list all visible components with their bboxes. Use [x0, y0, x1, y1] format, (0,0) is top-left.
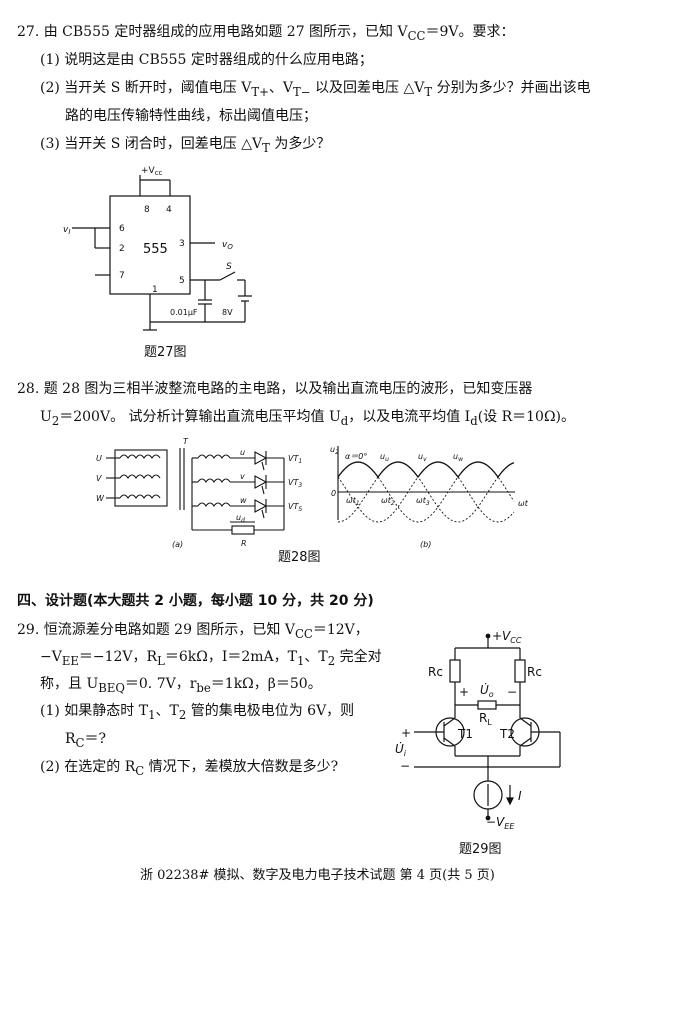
- t2-label: T2: [499, 727, 515, 741]
- t-label: T: [183, 437, 189, 446]
- rl-label: RL: [479, 711, 492, 727]
- fig28-caption: 题28图: [278, 550, 321, 565]
- fig-a-label: (a): [172, 540, 183, 549]
- rl-resistor: [477, 700, 497, 710]
- wt3-label: ωt3: [416, 496, 430, 507]
- i-label: I: [518, 789, 522, 803]
- pin5-label: 5: [179, 276, 185, 286]
- origin-label: 0: [331, 489, 336, 498]
- pin6-label: 6: [119, 224, 125, 234]
- u-sec-label: u: [240, 448, 245, 457]
- wt1-label: ωt1: [346, 496, 360, 507]
- section-4-heading: 四、设计题(本大题共 2 小题，每小题 10 分，共 20 分): [17, 593, 374, 609]
- uu-label: uu: [380, 452, 389, 463]
- r-label: R: [241, 539, 247, 548]
- rc2-label: Rc: [527, 665, 542, 679]
- u2-label: u2: [330, 445, 339, 456]
- wt2-label: ωt2: [381, 496, 395, 507]
- fig29-caption: 题29图: [459, 842, 502, 857]
- battery-label: 8V: [222, 308, 233, 317]
- pin1-label: 1: [152, 285, 158, 295]
- q29-line1: 29. 恒流源差分电路如题 29 图所示，已知 VCC＝12V，: [17, 622, 369, 641]
- q29-part1-line1: (1) 如果静态时 T1、T2 管的集电极电位为 6V，则: [40, 703, 355, 722]
- fig-b-label: (b): [420, 540, 431, 549]
- output-envelope: [337, 461, 515, 479]
- vt5-label: VT5: [288, 502, 302, 513]
- vt1-label: VT1: [288, 454, 302, 465]
- q28-line2: U2＝200V。 试分析计算输出直流电压平均值 Ud，以及电流平均值 Id(设 …: [40, 409, 576, 428]
- q27-part2-line2: 路的电压传输特性曲线，标出阈值电压；: [65, 108, 317, 124]
- vo-label: vO: [222, 240, 233, 251]
- q29-line2: −VEE＝−12V，RL＝6kΩ，I＝2mA，T1、T2 完全对: [40, 649, 382, 668]
- w-sec-label: w: [240, 496, 247, 505]
- page-footer: 浙 02238# 模拟、数字及电力电子技术试题 第 4 页(共 5 页): [140, 868, 495, 883]
- primary-windings: [106, 449, 168, 507]
- pin2-label: 2: [119, 244, 125, 254]
- pin8-label: 8: [144, 205, 150, 215]
- pin7-label: 7: [119, 271, 125, 281]
- vi-label: vI: [63, 225, 70, 236]
- q29-part2: (2) 在选定的 RC 情况下，差模放大倍数是多少?: [40, 759, 339, 778]
- w-phase-label: W: [96, 494, 105, 503]
- vcc-label: +Vcc: [141, 166, 163, 177]
- alpha-label: α＝0°: [345, 452, 367, 461]
- switch-s-label: S: [226, 262, 232, 272]
- vee-label: −VEE: [486, 815, 515, 831]
- pin3-label: 3: [179, 239, 185, 249]
- uo-plus: +: [459, 685, 469, 699]
- q29-line3: 称，且 UBEQ＝0. 7V，rbe＝1kΩ，β＝50。: [40, 676, 322, 695]
- ud-label: ud: [236, 513, 245, 524]
- uw-label: uw: [453, 452, 463, 463]
- cap-label: 0.01μF: [170, 308, 198, 317]
- q27-part2-line1: (2) 当开关 S 断开时，阈值电压 VT+、VT− 以及回差电压 △VT 分别…: [40, 80, 591, 99]
- q27-part1: (1) 说明这是由 CB555 定时器组成的什么应用电路；: [40, 52, 373, 68]
- rc1-label: Rc: [428, 665, 443, 679]
- chip-label: 555: [143, 242, 168, 257]
- vt3-label: VT3: [288, 478, 302, 489]
- v-sec-label: v: [240, 472, 245, 481]
- fig27-caption: 题27图: [144, 345, 187, 360]
- v-phase-label: V: [96, 474, 102, 483]
- u-phase-label: U: [96, 454, 102, 463]
- pin4-label: 4: [166, 205, 172, 215]
- q27-part3: (3) 当开关 S 闭合时，回差电压 △VT 为多少？: [40, 136, 331, 155]
- wt-axis-label: ωt: [518, 499, 529, 508]
- q27-stem: 27. 由 CB555 定时器组成的应用电路如题 27 图所示，已知 VCC＝9…: [17, 24, 515, 43]
- ui-minus: −: [400, 759, 410, 773]
- q29-part1-line2: RC＝?: [65, 731, 106, 750]
- rc1-resistor: [449, 659, 461, 683]
- ui-plus: +: [401, 726, 411, 740]
- uv-label: uv: [418, 452, 427, 463]
- t1-label: T1: [457, 727, 473, 741]
- secondary-windings: [191, 454, 255, 530]
- uo-minus: −: [507, 685, 517, 699]
- thyristors: [254, 451, 284, 519]
- rc2-resistor: [514, 659, 526, 683]
- ui-label: U̇i: [395, 742, 407, 758]
- q28-stem: 28. 题 28 图为三相半波整流电路的主电路，以及输出直流电压的波形，已知变压…: [17, 381, 533, 397]
- vcc-label-29: +VCC: [492, 629, 522, 645]
- uo-label: U̇o: [480, 683, 494, 699]
